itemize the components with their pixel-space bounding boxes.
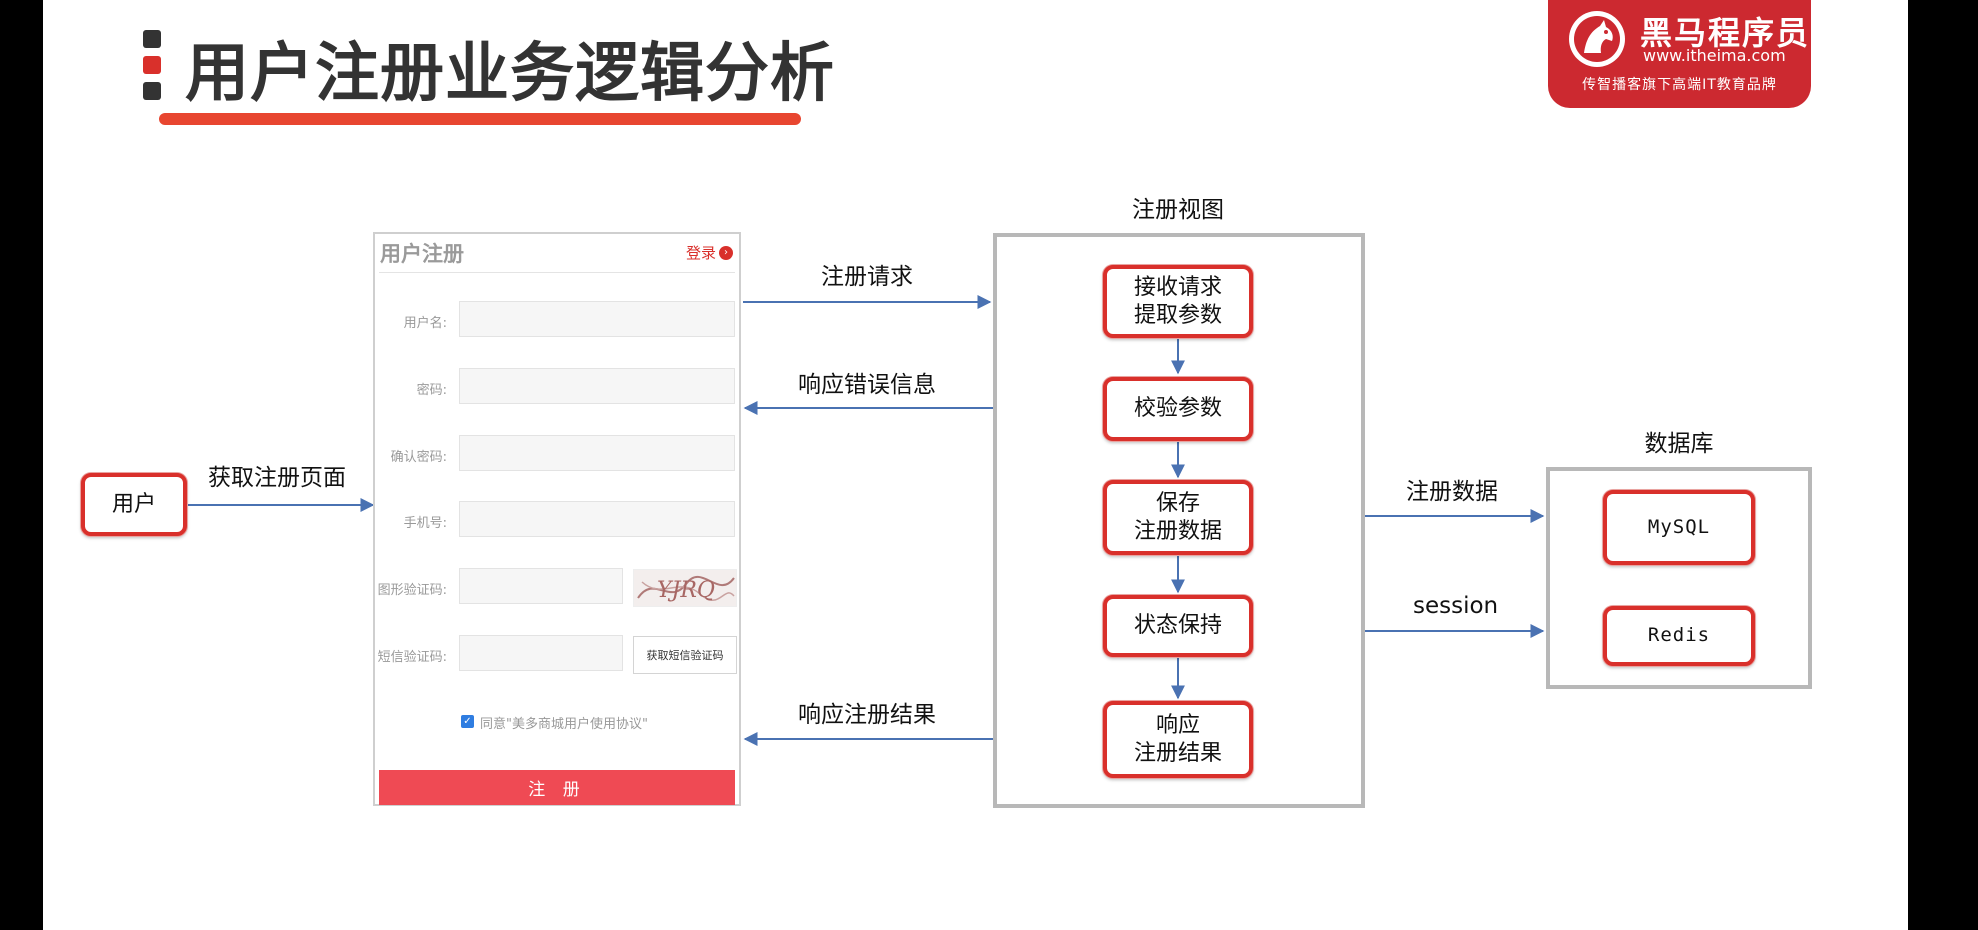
label-register-data: 注册数据	[1406, 479, 1498, 505]
node-mysql: MySQL	[1603, 490, 1755, 565]
node-user: 用户	[81, 473, 187, 536]
captcha-image[interactable]: YJRQ	[633, 569, 737, 607]
database-box	[1546, 467, 1812, 689]
form-divider	[379, 272, 735, 273]
step-save-data: 保存 注册数据	[1103, 480, 1253, 555]
slide: 用户注册业务逻辑分析 黑马程序员 www.itheima.com 传智播客旗下高…	[43, 0, 1908, 930]
brand-slogan: 传智播客旗下高端IT教育品牌	[1582, 77, 1777, 93]
brand-name: 黑马程序员	[1640, 14, 1811, 52]
page-title: 用户注册业务逻辑分析	[185, 37, 835, 111]
get-sms-code-button[interactable]: 获取短信验证码	[633, 636, 737, 674]
node-redis: Redis	[1603, 606, 1755, 666]
phone-label: 手机号:	[403, 516, 447, 531]
register-view-title: 注册视图	[1132, 197, 1224, 223]
agree-text: 同意"美多商城用户使用协议"	[480, 717, 648, 732]
login-link-label: 登录	[685, 244, 716, 262]
label-get-page: 获取注册页面	[208, 465, 346, 491]
chevron-right-icon: ›	[719, 245, 733, 260]
sms-code-label: 短信验证码:	[377, 650, 447, 665]
label-register-result: 响应注册结果	[798, 702, 936, 728]
confirm-password-label: 确认密码:	[390, 450, 447, 465]
image-code-input[interactable]	[459, 568, 623, 604]
title-underline	[159, 113, 801, 125]
step-validate-params: 校验参数	[1103, 377, 1253, 441]
form-title: 用户注册	[380, 242, 464, 266]
captcha-noise-icon: YJRQ	[637, 576, 735, 603]
step-respond-result: 响应 注册结果	[1103, 701, 1253, 778]
flow-connectors	[186, 295, 1545, 746]
username-input[interactable]	[459, 301, 735, 337]
password-label: 密码:	[416, 383, 447, 398]
register-submit-button[interactable]: 注 册	[379, 770, 735, 805]
phone-input[interactable]	[459, 501, 735, 537]
captcha-text: YJRQ	[657, 578, 715, 603]
horse-logo-icon	[1569, 11, 1625, 67]
label-session: session	[1413, 593, 1499, 619]
password-input[interactable]	[459, 368, 735, 404]
sms-code-input[interactable]	[459, 635, 623, 671]
label-register-request: 注册请求	[821, 264, 913, 290]
login-link[interactable]: 登录 ›	[686, 242, 733, 263]
register-view-box	[993, 233, 1365, 808]
label-error-response: 响应错误信息	[798, 372, 936, 398]
brand-url: www.itheima.com	[1643, 46, 1786, 65]
step-receive-request: 接收请求 提取参数	[1103, 265, 1253, 338]
confirm-password-input[interactable]	[459, 435, 735, 471]
username-label: 用户名:	[403, 316, 447, 331]
step-keep-state: 状态保持	[1103, 595, 1253, 657]
registration-form-mockup: 用户注册 登录 › 用户名: 密码: 确认密码: 手机号: 图形验证码: YJR…	[373, 232, 741, 806]
title-bullets	[143, 30, 163, 108]
agree-checkbox[interactable]: ✓	[461, 715, 474, 728]
database-title: 数据库	[1644, 431, 1714, 457]
brand-logo: 黑马程序员 www.itheima.com 传智播客旗下高端IT教育品牌	[1548, 0, 1811, 108]
image-code-label: 图形验证码:	[377, 583, 447, 598]
